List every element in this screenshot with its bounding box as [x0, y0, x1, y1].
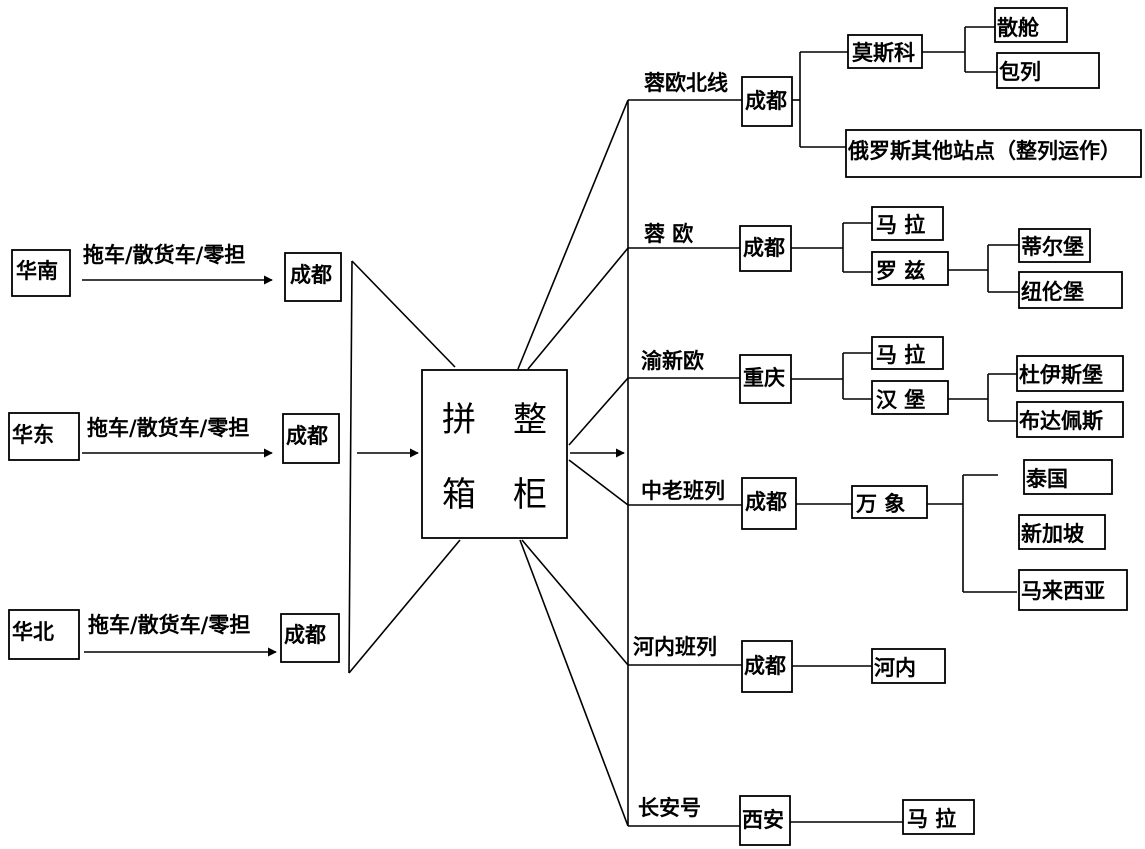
consolidation-text: 拼 [442, 400, 476, 440]
route-rong-ou: 蓉 欧 成都 马 拉 罗 兹 蒂尔堡 纽伦堡 [628, 206, 1123, 309]
singapore-label: 新加坡 [1021, 521, 1084, 546]
duisburg-box [1016, 355, 1124, 392]
region-south-label: 华南 [16, 258, 58, 283]
origin-south-row: 华南 拖车/散货车/零担 成都 [11, 242, 342, 302]
duisburg-label: 杜伊斯堡 [1019, 362, 1103, 387]
bulk-label: 散舱 [997, 15, 1040, 40]
region-east-box [8, 412, 80, 461]
malaysia-box [1018, 569, 1128, 611]
budapest-box [1016, 401, 1124, 438]
budapest-label: 布达佩斯 [1019, 408, 1103, 433]
route-origin-box [741, 76, 793, 127]
moscow-label: 莫斯科 [851, 40, 915, 65]
lodz-box [871, 251, 949, 286]
consolidation-text: 柜 [513, 475, 547, 515]
transport-mode-label: 拖车/散货车/零担 [83, 242, 245, 267]
nuremberg-box [1018, 271, 1123, 309]
bulk-box [994, 7, 1068, 43]
transport-mode-label: 拖车/散货车/零担 [88, 612, 250, 637]
route-name: 蓉欧北线 [644, 70, 728, 95]
tilburg-label: 蒂尔堡 [1021, 234, 1084, 259]
region-north-box [8, 609, 80, 660]
hanoi-box [871, 648, 946, 684]
route-origin-box [741, 640, 793, 693]
vientiane-box [851, 485, 928, 519]
route-name: 蓉 欧 [644, 221, 693, 246]
vientiane-label: 万 象 [855, 491, 905, 516]
mala-label: 马 拉 [876, 212, 925, 237]
region-south-box [11, 249, 71, 297]
route-hanoi: 河内班列 成都 河内 [628, 634, 946, 693]
chengdu-label: 成都 [284, 622, 326, 647]
origin-north-row: 华北 拖车/散货车/零担 成都 [8, 609, 340, 663]
route-origin-label: 成都 [744, 653, 786, 678]
fanout-lines [517, 99, 629, 827]
chengdu-box [280, 613, 340, 663]
mala-label: 马 拉 [876, 342, 925, 367]
route-yu-xin-ou: 渝新欧 重庆 马 拉 汉 堡 杜伊斯堡 布达佩斯 [628, 336, 1124, 438]
lodz-label: 罗 兹 [876, 258, 925, 283]
origin-east-row: 华东 拖车/散货车/零担 成都 [8, 412, 340, 464]
route-origin-label: 西安 [742, 807, 784, 832]
thailand-label: 泰国 [1025, 466, 1068, 491]
route-china-laos: 中老班列 成都 万 象 泰国 新加坡 马来西亚 [628, 459, 1128, 611]
full-train-box [996, 52, 1100, 89]
consolidation-text: 整 [513, 400, 547, 440]
funnel-lines [348, 260, 461, 674]
region-north-label: 华北 [12, 619, 54, 644]
changan-dest-label: 马 拉 [907, 806, 956, 831]
tilburg-box [1018, 228, 1091, 263]
route-origin-box [739, 795, 791, 846]
consolidation-text: 箱 [442, 475, 476, 515]
chengdu-box [282, 413, 340, 464]
route-rong-ou-north: 蓉欧北线 成都 莫斯科 散舱 包列 俄罗斯其他站点（整列运作） [628, 7, 1142, 178]
consolidation-box [421, 369, 568, 539]
route-origin-label: 重庆 [743, 365, 785, 390]
route-origin-label: 成都 [745, 88, 787, 113]
thailand-box [1023, 459, 1113, 495]
singapore-box [1018, 514, 1106, 550]
route-name: 河内班列 [633, 634, 717, 659]
other-russia-box [845, 129, 1142, 178]
route-origin-label: 成都 [745, 489, 787, 514]
route-origin-box [739, 225, 792, 272]
mala-box [871, 336, 944, 370]
changan-dest-box [902, 799, 975, 835]
region-east-label: 华东 [12, 422, 54, 447]
hanoi-label: 河内 [874, 655, 916, 680]
other-russia-label: 俄罗斯其他站点（整列运作） [847, 138, 1121, 163]
full-train-label: 包列 [999, 59, 1041, 84]
transport-mode-label: 拖车/散货车/零担 [87, 415, 249, 440]
route-name: 中老班列 [641, 478, 725, 503]
hamburg-box [871, 380, 949, 415]
malaysia-label: 马来西亚 [1021, 578, 1105, 603]
chengdu-box [284, 252, 342, 302]
chengdu-label: 成都 [290, 262, 332, 287]
route-changan: 长安号 西安 马 拉 [628, 795, 975, 846]
route-name: 长安号 [638, 795, 701, 820]
route-name: 渝新欧 [641, 348, 704, 373]
consolidation-box-group: 拼 整 箱 柜 [421, 369, 568, 539]
hamburg-label: 汉 堡 [876, 387, 925, 412]
mala-box [871, 206, 944, 241]
nuremberg-label: 纽伦堡 [1021, 279, 1084, 304]
route-origin-box [739, 354, 792, 404]
chengdu-label: 成都 [286, 423, 328, 448]
route-origin-label: 成都 [743, 235, 785, 260]
